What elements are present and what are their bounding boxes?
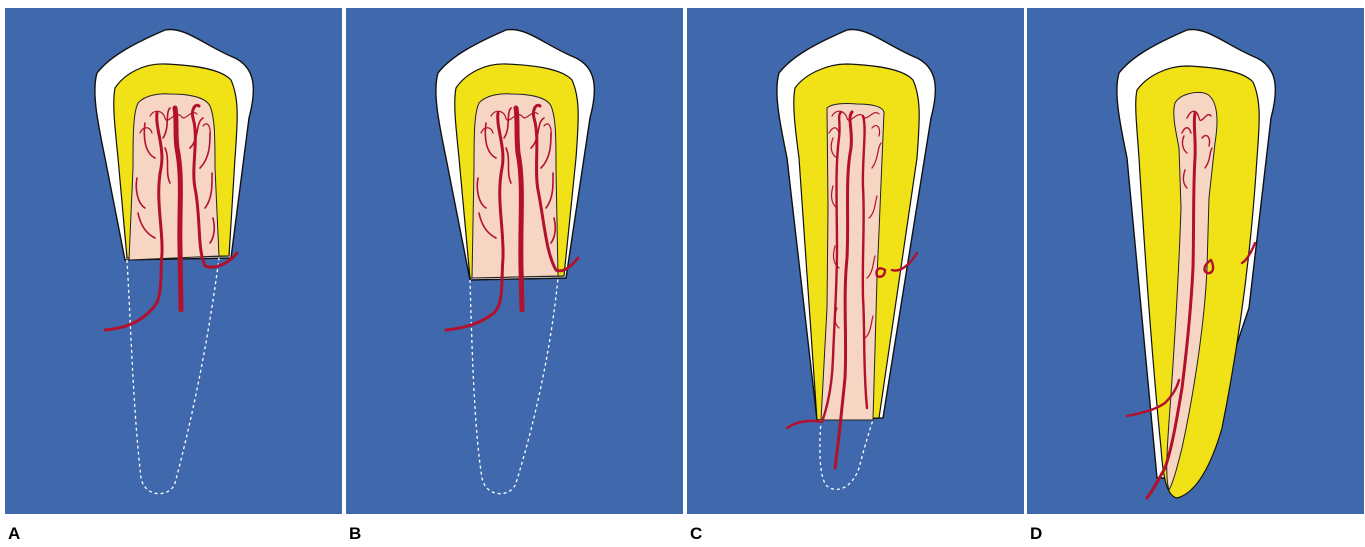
panel-b <box>346 8 683 514</box>
panel-a <box>5 8 342 514</box>
future-root-outline <box>127 258 219 494</box>
tooth-diagram-d <box>1027 8 1364 514</box>
panel-label-a: A <box>8 524 20 544</box>
panel-label-c: C <box>690 524 702 544</box>
panel-label-d: D <box>1030 524 1042 544</box>
pulp <box>821 103 884 420</box>
future-root-outline <box>470 278 558 494</box>
panel-c <box>687 8 1024 514</box>
panel-d <box>1027 8 1364 514</box>
tooth-diagram-b <box>346 8 683 514</box>
future-root-outline <box>820 420 873 489</box>
panel-label-b: B <box>349 524 361 544</box>
tooth-diagram-a <box>5 8 342 514</box>
tooth-diagram-c <box>687 8 1024 514</box>
